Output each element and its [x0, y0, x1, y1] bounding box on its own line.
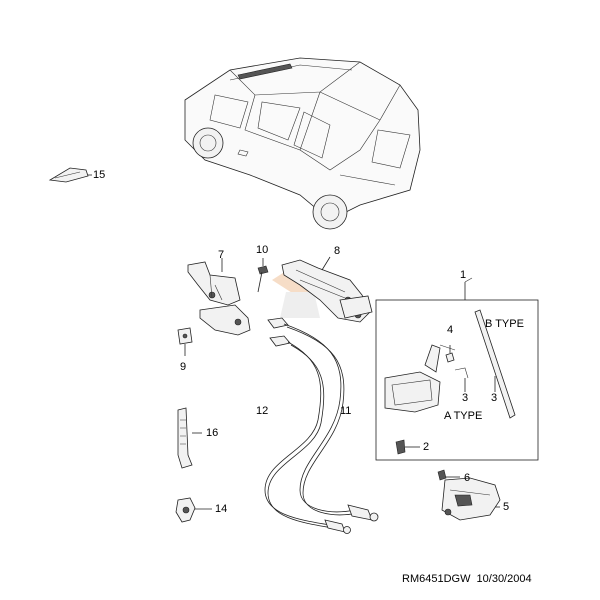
callout-1: 1	[460, 269, 467, 281]
callout-8: 8	[334, 245, 341, 257]
part-14-illustration	[175, 497, 212, 523]
callout-5: 5	[503, 501, 510, 513]
drawing-footer: RM6451DGW 10/30/2004	[402, 573, 532, 585]
a-type-label: A TYPE	[444, 410, 483, 422]
part-5-6-illustration	[437, 469, 501, 521]
callout-15: 15	[93, 169, 106, 181]
callout-3-a: 3	[462, 392, 469, 404]
b-type-label: B TYPE	[485, 318, 524, 330]
cables-11-12-illustration	[264, 317, 379, 534]
vehicle-illustration	[184, 57, 421, 230]
part-16-illustration	[177, 407, 202, 469]
callout-6: 6	[464, 472, 471, 484]
drawing-code: RM6451DGW	[402, 573, 471, 585]
part-8-illustration	[281, 256, 373, 323]
callout-7: 7	[218, 249, 225, 261]
callout-11: 11	[340, 405, 352, 417]
leader-lines	[464, 277, 473, 283]
callout-4: 4	[447, 324, 454, 336]
callout-9: 9	[180, 361, 187, 373]
callout-10: 10	[256, 244, 269, 256]
assembly-group-box	[375, 282, 539, 461]
callout-12: 12	[256, 405, 269, 417]
callout-14: 14	[215, 503, 228, 515]
part-15-illustration	[48, 167, 92, 183]
callout-2: 2	[423, 441, 430, 453]
callout-3-b: 3	[491, 392, 498, 404]
part-10-illustration	[257, 258, 269, 293]
part-9-illustration	[177, 327, 193, 356]
drawing-date: 10/30/2004	[476, 573, 532, 585]
callout-16: 16	[206, 427, 219, 439]
part-7-illustration	[187, 258, 251, 336]
